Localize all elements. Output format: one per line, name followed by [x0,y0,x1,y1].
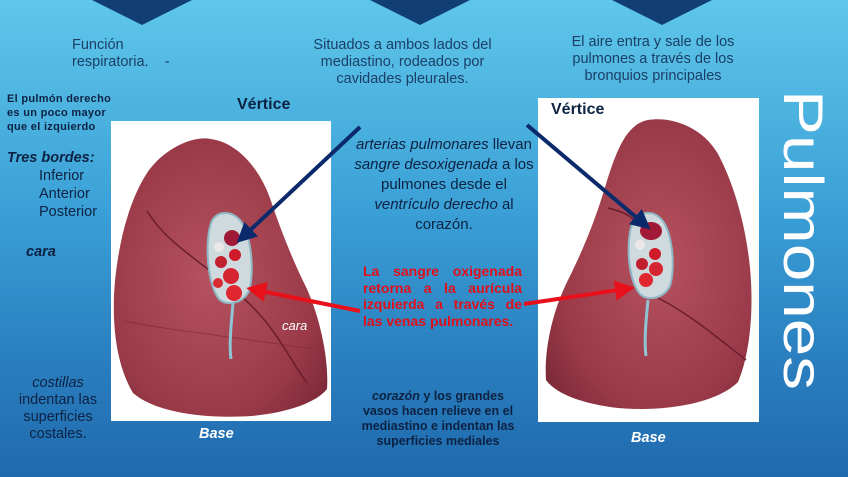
airflow-note: El aire entra y sale de los pulmones a t… [571,34,735,84]
heart-emphasis: corazón [372,389,420,403]
artery-arrow-left [236,125,362,243]
left-base-label: Base [199,426,234,442]
chevron-decoration [92,0,192,25]
arteries-text: al corazón. [415,196,514,233]
right-lung-illustration [545,119,752,409]
slide-title: Pulmones [772,90,835,390]
size-note: El pulmón derecho es un poco mayor que e… [7,93,112,133]
left-apex-label: Vértice [237,96,291,113]
heart-note: corazón y los grandes vasos hacen reliev… [355,389,521,449]
arteries-note: arterias pulmonares llevan sangre desoxi… [348,135,540,235]
right-lung-image [538,98,759,422]
ribs-emphasis: costillas [32,375,84,391]
vein-arrow-left [246,282,361,313]
respiratory-function-note: Función respiratoria. - [72,37,170,71]
note-line: Función [72,37,124,53]
note-dash: - [164,54,170,70]
location-note: Situados a ambos lados del mediastino, r… [313,37,492,87]
heart-text: y los grandes vasos hacen relieve en el … [361,389,515,448]
right-base-label: Base [631,430,666,446]
artery-arrow-right [525,123,651,230]
chevron-decoration [370,0,470,25]
arteries-emphasis: ventrículo derecho [374,196,498,213]
borders-title: Tres bordes: [7,150,95,166]
borders-list: Inferior Anterior Posterior [39,167,97,221]
ribs-note: costillas indentan las superficies costa… [6,375,110,443]
cara-label: cara [26,244,56,260]
arteries-emphasis: arterias pulmonares [356,136,489,153]
note-line: respiratoria. [72,54,149,70]
arteries-emphasis: sangre desoxigenada [354,156,498,173]
ribs-text: indentan las superficies costales. [18,392,98,442]
border-item: Anterior [39,186,90,202]
veins-note: La sangre oxigenada retorna a la aurícul… [363,263,522,329]
left-face-label: cara [282,318,308,333]
right-apex-label: Vértice [551,101,605,118]
vein-arrow-right [523,280,635,306]
slide-title-text: Pulmones [772,90,835,390]
border-item: Posterior [39,204,98,220]
arteries-text: a los pulmones desde el [381,156,534,193]
border-item: Inferior [39,168,85,184]
arteries-text: llevan [488,136,532,153]
chevron-decoration [612,0,712,25]
